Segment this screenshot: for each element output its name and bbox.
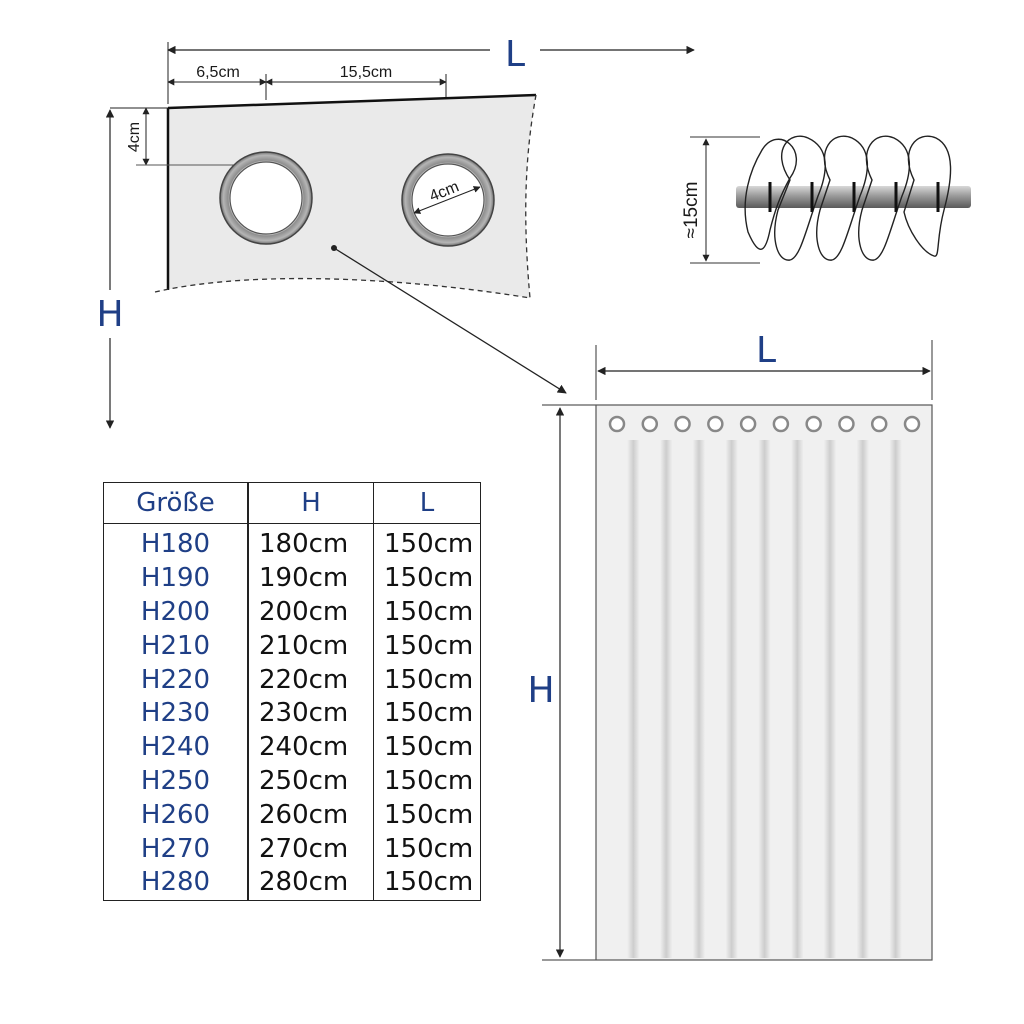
- size-table-header: Größe H L: [103, 482, 481, 524]
- grommet-hole: [641, 415, 659, 433]
- size-cell: H250: [103, 764, 249, 799]
- grommet-hole: [870, 415, 888, 433]
- grommet-hole: [805, 415, 822, 433]
- fabric-cut-edge-right: [525, 94, 537, 299]
- pleat-fold: [660, 440, 673, 958]
- length-cell: 150cm: [384, 630, 474, 661]
- pleat-fold: [758, 440, 771, 958]
- pleat-fold: [725, 440, 738, 958]
- size-cell: H260: [103, 798, 249, 833]
- curtain-height-label: H: [527, 670, 554, 711]
- length-cell: 150cm: [384, 596, 474, 627]
- grommet-hole: [772, 415, 790, 433]
- zoom-pointer-arrow: [333, 247, 567, 394]
- length-cell: 150cm: [384, 799, 474, 830]
- pleat-fold: [791, 440, 804, 958]
- size-cell: H270: [103, 832, 249, 866]
- fabric-top-edge: [167, 93, 537, 110]
- pleat-fold: [692, 440, 705, 958]
- curtain-pleats: [627, 440, 902, 958]
- length-cell: 150cm: [384, 833, 474, 864]
- full-curtain: L H: [527, 330, 933, 961]
- header-height: H: [248, 482, 374, 524]
- length-cell: 150cm: [384, 529, 474, 560]
- size-cell: H180: [103, 523, 249, 562]
- grommet-hole: [903, 415, 921, 433]
- length-cell: 150cm: [384, 698, 474, 729]
- height-cell: 280cm: [248, 865, 374, 901]
- height-cell: 260cm: [248, 798, 374, 833]
- ring-diameter-dimension: [413, 186, 481, 214]
- pleat-depth-label: ≈15cm: [681, 182, 702, 239]
- size-cell: H200: [103, 595, 249, 630]
- grommet-hole: [739, 415, 757, 433]
- height-cell: 210cm: [248, 629, 374, 664]
- curtain-width-label: L: [756, 330, 776, 371]
- detail-height-label: H: [96, 294, 123, 335]
- pleat-fold: [856, 440, 869, 958]
- size-cell: H220: [103, 663, 249, 697]
- height-cell: 240cm: [248, 730, 374, 765]
- length-cell: 150cm: [384, 732, 474, 763]
- header-size: Größe: [103, 482, 249, 524]
- grommet-detail: L 6,5cm 15,5cm 4cm 4cm H: [96, 34, 695, 429]
- size-cell: H210: [103, 629, 249, 664]
- size-cell: H240: [103, 730, 249, 765]
- pleat-loops: [744, 135, 952, 261]
- grommet-hole-left: [229, 161, 303, 235]
- height-cell: 250cm: [248, 764, 374, 799]
- length-cell: 150cm: [384, 563, 474, 594]
- height-cell: 220cm: [248, 663, 374, 697]
- fabric-sample: [155, 95, 536, 298]
- pleat-clips: [768, 182, 940, 212]
- grommet-hole: [707, 415, 724, 433]
- height-cell: 200cm: [248, 595, 374, 630]
- pleat-diagram: ≈15cm: [681, 135, 971, 264]
- ring-spacing-label: 15,5cm: [340, 64, 392, 81]
- fabric-cut-edge-bottom: [154, 277, 531, 299]
- size-cell: H280: [103, 865, 249, 901]
- grommet-hole: [838, 415, 855, 433]
- grommet-hole: [674, 415, 691, 433]
- size-cell: H230: [103, 696, 249, 731]
- top-offset-label: 4cm: [126, 122, 143, 152]
- grommet-hole: [608, 415, 626, 433]
- size-cell: H190: [103, 561, 249, 596]
- edge-offset-label: 6,5cm: [196, 64, 240, 81]
- pleat-fold: [824, 440, 837, 958]
- length-cell: 150cm: [384, 765, 474, 796]
- height-cell: 180cm: [248, 523, 374, 562]
- length-cell: 150cm: [384, 867, 474, 898]
- height-cell: 190cm: [248, 561, 374, 596]
- curtain-grommets: [608, 415, 921, 433]
- height-cell: 270cm: [248, 832, 374, 866]
- pleat-fold: [627, 440, 640, 958]
- height-cell: 230cm: [248, 696, 374, 731]
- header-length: L: [373, 482, 481, 524]
- pleat-fold: [889, 440, 902, 958]
- length-cell: 150cm: [384, 664, 474, 695]
- detail-width-label: L: [505, 34, 525, 75]
